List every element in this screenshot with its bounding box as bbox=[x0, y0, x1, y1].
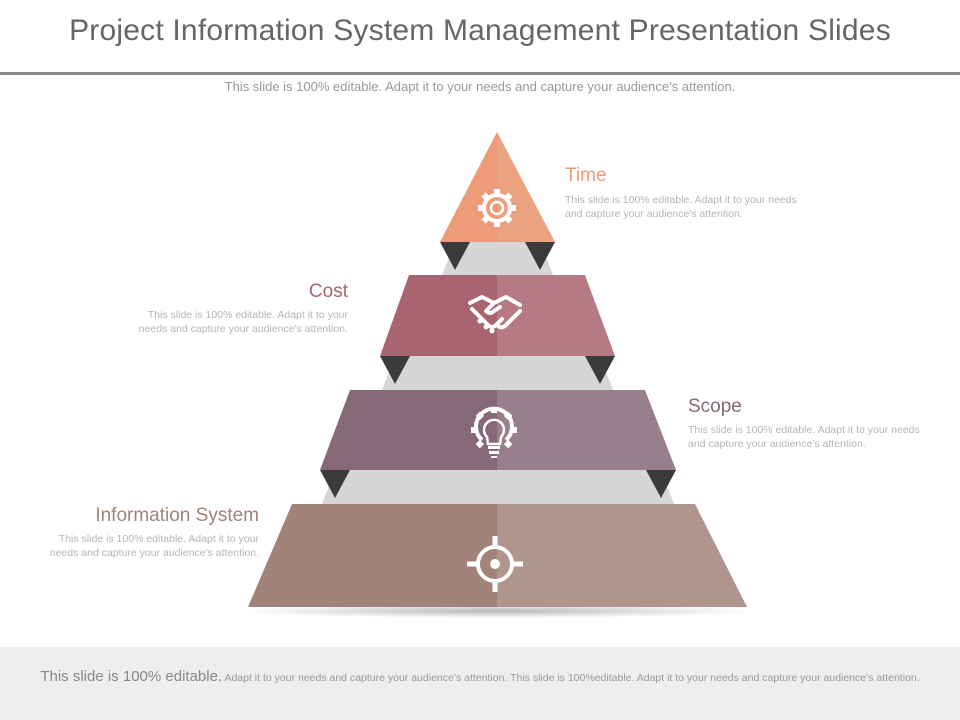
footer-rest: Adapt it to your needs and capture your … bbox=[224, 672, 920, 684]
level-desc-time: This slide is 100% editable. Adapt it to… bbox=[565, 194, 797, 220]
target-icon bbox=[467, 536, 523, 592]
handshake-icon bbox=[468, 295, 522, 334]
connector-band-1 bbox=[442, 242, 553, 275]
level-label-cost: Cost bbox=[308, 281, 348, 302]
footer-text: This slide is 100% editable. Adapt it to… bbox=[4, 669, 956, 686]
fold-right-2 bbox=[585, 356, 615, 384]
footer-bar: This slide is 100% editable. Adapt it to… bbox=[0, 647, 960, 720]
level-time-right-face bbox=[497, 132, 555, 242]
level-cost-right-face bbox=[497, 275, 615, 356]
pyramid-shadow bbox=[237, 604, 757, 618]
title-divider bbox=[0, 72, 960, 75]
level-information-system-right-face bbox=[497, 504, 747, 607]
level-scope-left-face bbox=[320, 390, 497, 470]
pyramid-level-information-system[interactable] bbox=[248, 504, 747, 607]
page-title: Project Information System Management Pr… bbox=[69, 14, 891, 47]
level-label-scope: Scope bbox=[688, 396, 742, 417]
level-desc-information-system: This slide is 100% editable. Adapt it to… bbox=[49, 533, 259, 559]
pyramid-diagram bbox=[237, 132, 757, 618]
lightbulb-gear-icon bbox=[471, 406, 517, 458]
level-label-information-system: Information System bbox=[95, 505, 259, 526]
fold-right-1 bbox=[525, 242, 555, 270]
fold-right-3 bbox=[646, 470, 676, 498]
level-desc-cost: This slide is 100% editable. Adapt it to… bbox=[138, 309, 348, 335]
level-time-left-face bbox=[440, 132, 497, 242]
page-subtitle: This slide is 100% editable. Adapt it to… bbox=[224, 79, 736, 94]
gear-icon bbox=[478, 189, 516, 227]
fold-left-3 bbox=[320, 470, 350, 498]
fold-left-1 bbox=[440, 242, 470, 270]
connector-band-3 bbox=[322, 470, 674, 504]
fold-left-2 bbox=[380, 356, 410, 384]
level-desc-scope: This slide is 100% editable. Adapt it to… bbox=[688, 424, 920, 450]
pyramid-level-scope[interactable] bbox=[320, 390, 676, 470]
level-scope-right-face bbox=[497, 390, 676, 470]
pyramid-level-cost[interactable] bbox=[380, 275, 615, 356]
level-information-system-left-face bbox=[248, 504, 497, 607]
footer-lead: This slide is 100% editable. bbox=[40, 668, 223, 685]
pyramid-level-time[interactable] bbox=[440, 132, 555, 242]
level-label-time: Time bbox=[565, 165, 607, 186]
level-cost-left-face bbox=[380, 275, 497, 356]
connector-band-2 bbox=[382, 356, 613, 390]
